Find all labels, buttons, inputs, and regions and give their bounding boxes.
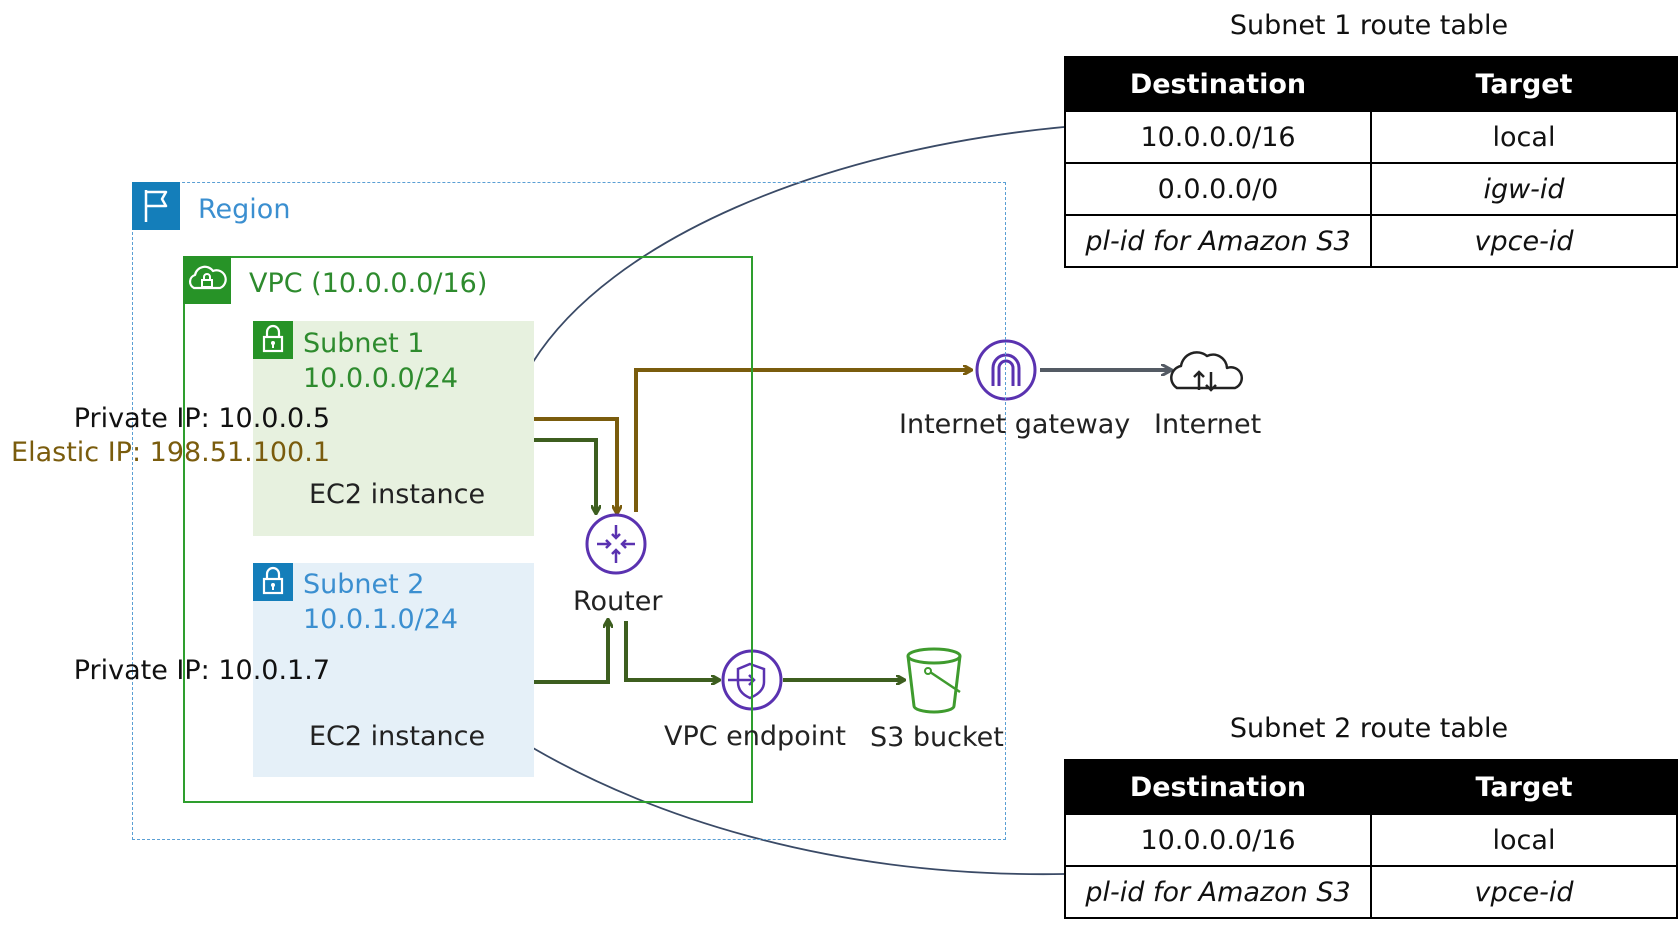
subnet-1-cidr: 10.0.0.0/24 xyxy=(303,363,459,394)
route-table-2: Destination Target 10.0.0.0/16 local pl-… xyxy=(1064,759,1678,919)
route-table-1: Destination Target 10.0.0.0/16 local 0.0… xyxy=(1064,56,1678,268)
destination-header: Destination xyxy=(1064,759,1372,815)
internet-cloud-icon xyxy=(1170,351,1244,392)
subnet1-route-table-leader xyxy=(532,126,1065,363)
subnet-1-name: Subnet 1 xyxy=(303,328,425,359)
destination-cell: 10.0.0.0/16 xyxy=(1064,813,1372,867)
router-to-vpce-green xyxy=(624,621,718,680)
destination-cell: pl-id for Amazon S3 xyxy=(1064,214,1372,268)
subnet-2-name: Subnet 2 xyxy=(303,569,425,600)
destination-header: Destination xyxy=(1064,56,1372,112)
router-to-igw-brown xyxy=(634,370,970,512)
vpc-container xyxy=(183,256,753,803)
internet-gateway-icon xyxy=(975,339,1037,401)
ec2-2-private-ip: Private IP: 10.0.1.7 xyxy=(73,655,330,686)
vpc-endpoint-label: VPC endpoint xyxy=(664,721,846,752)
ec2-1-private-ip: Private IP: 10.0.0.5 xyxy=(73,403,330,434)
region-label: Region xyxy=(198,194,291,225)
subnet-2-padlock-icon xyxy=(253,563,293,601)
subnet-2-cidr: 10.0.1.0/24 xyxy=(303,604,459,635)
table-row: 10.0.0.0/16 local xyxy=(1064,110,1678,164)
table-row: pl-id for Amazon S3 vpce-id xyxy=(1064,865,1678,919)
target-cell: local xyxy=(1370,110,1678,164)
subnet2-route-table-leader xyxy=(532,747,1065,876)
internet-label: Internet xyxy=(1154,409,1262,440)
table-row: 0.0.0.0/0 igw-id xyxy=(1064,162,1678,216)
target-cell: igw-id xyxy=(1370,162,1678,216)
table-row: pl-id for Amazon S3 vpce-id xyxy=(1064,214,1678,268)
subnet-1-padlock-icon xyxy=(253,321,293,359)
ec2-instance-1-label: EC2 instance xyxy=(309,479,486,510)
target-header: Target xyxy=(1370,759,1678,815)
router-icon xyxy=(585,513,647,575)
subnet-1-container xyxy=(253,321,534,536)
table-row: 10.0.0.0/16 local xyxy=(1064,813,1678,867)
vpc-cloud-lock-icon xyxy=(183,256,231,304)
route-table-1-title: Subnet 1 route table xyxy=(1229,10,1509,41)
subnet-2-container xyxy=(253,563,534,777)
target-header: Target xyxy=(1370,56,1678,112)
router-label: Router xyxy=(573,586,663,617)
table-header-row: Destination Target xyxy=(1064,759,1678,815)
s3-bucket-icon xyxy=(906,647,962,714)
target-cell: vpce-id xyxy=(1370,214,1678,268)
destination-cell: 0.0.0.0/0 xyxy=(1064,162,1372,216)
target-cell: local xyxy=(1370,813,1678,867)
destination-cell: pl-id for Amazon S3 xyxy=(1064,865,1372,919)
internet-gateway-label: Internet gateway xyxy=(899,409,1131,440)
ec2-1-elastic-ip: Elastic IP: 198.51.100.1 xyxy=(11,437,330,468)
route-table-2-title: Subnet 2 route table xyxy=(1229,713,1509,744)
ec2-instance-2-label: EC2 instance xyxy=(309,721,486,752)
region-flag-icon xyxy=(132,182,180,230)
table-header-row: Destination Target xyxy=(1064,56,1678,112)
region-container xyxy=(132,182,1006,840)
s3-bucket-label: S3 bucket xyxy=(870,722,1004,753)
destination-cell: 10.0.0.0/16 xyxy=(1064,110,1372,164)
vpc-label: VPC (10.0.0.0/16) xyxy=(249,268,488,299)
target-cell: vpce-id xyxy=(1370,865,1678,919)
